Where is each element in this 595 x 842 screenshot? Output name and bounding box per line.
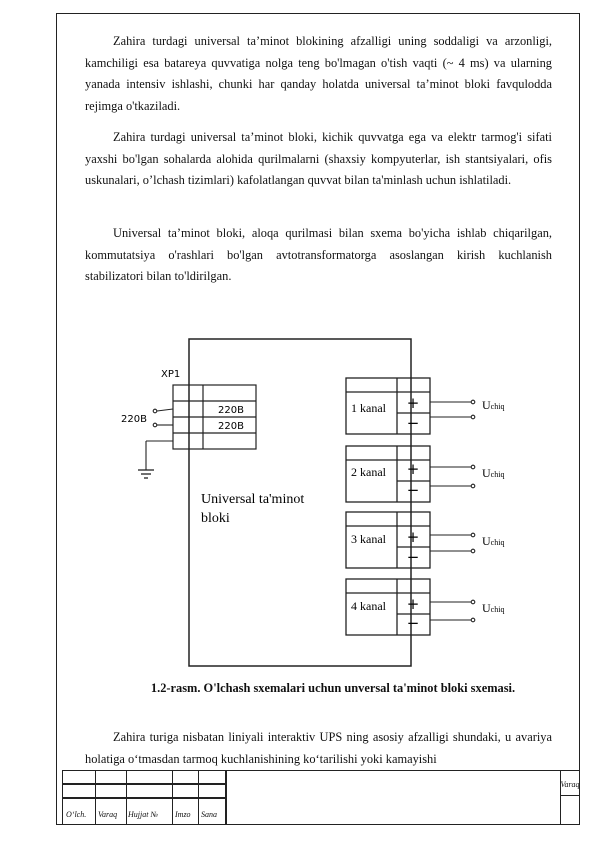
col-sep-6 <box>560 770 561 825</box>
plus-sign-2: + <box>407 460 420 478</box>
connector-xp1 <box>172 384 257 450</box>
col-sep-4 <box>198 770 199 825</box>
minus-sign-2: − <box>407 481 420 499</box>
channel-4: 4 kanal + − Uchiq <box>345 578 504 636</box>
channel-3: 3 kanal + − Uchiq <box>345 511 504 569</box>
output-3: Uchiq <box>482 534 504 548</box>
paragraph-1: Zahira turdagi universal ta’minot blokin… <box>85 34 552 113</box>
plus-sign-4: + <box>407 595 420 613</box>
title-block-outline <box>62 770 580 825</box>
title-block-row-3 <box>62 798 226 825</box>
minus-sign-4: − <box>407 614 420 632</box>
connector-label: XP1 <box>161 369 180 380</box>
col-sep-3 <box>172 770 173 825</box>
title-block-row-1 <box>62 770 226 784</box>
channel-1: 1 kanal + − Uchiq <box>345 377 504 435</box>
varaq-separator <box>560 795 580 796</box>
channel-3-label: 3 kanal <box>351 532 387 546</box>
title-block-row-2 <box>62 784 226 798</box>
varaq-label: Varaq <box>560 780 580 789</box>
col-label-imzo: Imzo <box>175 810 191 819</box>
plus-sign-3: + <box>407 528 420 546</box>
plus-sign-1: + <box>407 394 420 412</box>
pin-label-2: 220B <box>218 421 244 432</box>
paragraph-2: Zahira turdagi universal ta’minot bloki,… <box>85 130 552 187</box>
channel-4-label: 4 kanal <box>351 599 387 613</box>
col-sep-2 <box>126 770 127 825</box>
output-4: Uchiq <box>482 601 504 615</box>
minus-sign-1: − <box>407 414 420 432</box>
input-leads <box>145 408 174 470</box>
col-label-olch: O‘lch. <box>66 810 87 819</box>
channel-1-label: 1 kanal <box>351 401 387 415</box>
col-sep-5 <box>226 770 227 825</box>
channel-2: 2 kanal + − Uchiq <box>345 445 504 503</box>
page-frame <box>56 13 580 825</box>
input-voltage-label: 220B <box>121 414 147 425</box>
ground-icon <box>138 469 154 479</box>
output-1: Uchiq <box>482 398 504 412</box>
minus-sign-3: − <box>407 548 420 566</box>
output-2: Uchiq <box>482 466 504 480</box>
channel-2-label: 2 kanal <box>351 465 387 479</box>
paragraph-4: Zahira turiga nisbatan liniyali interakt… <box>85 730 552 766</box>
figure-caption: 1.2-rasm. O'lchash sxemalari uchun unver… <box>150 681 516 695</box>
col-label-varaq: Varaq <box>98 810 118 819</box>
col-label-hujjat: Hujjat № <box>128 810 158 819</box>
block-title-line1: Universal ta'minot <box>201 492 304 507</box>
col-sep-1 <box>95 770 96 825</box>
pin-label-1: 220B <box>218 405 244 416</box>
col-label-sana: Sana <box>201 810 217 819</box>
paragraph-3: Universal ta’minot bloki, aloqa qurilmas… <box>85 226 552 283</box>
block-title-line2: bloki <box>201 511 230 526</box>
